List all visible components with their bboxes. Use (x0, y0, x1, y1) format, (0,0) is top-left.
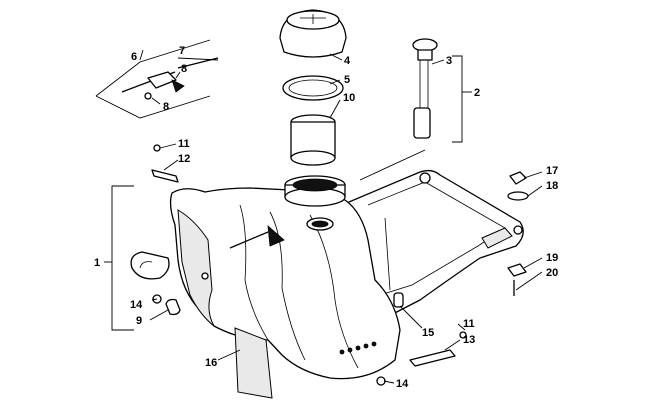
callout-18: 18 (546, 180, 558, 192)
vent-valve-assembly (121, 57, 219, 100)
callout-1: 1 (94, 257, 100, 269)
callout-10: 10 (343, 92, 355, 104)
callout-16: 16 (205, 357, 217, 369)
callout-11a: 11 (178, 138, 190, 150)
callout-20: 20 (546, 267, 558, 279)
callout-5: 5 (344, 74, 350, 86)
callout-8a: 8 (181, 63, 187, 75)
callout-8b: 8 (163, 101, 169, 113)
callout-9: 9 (136, 315, 142, 327)
callout-19: 19 (546, 252, 558, 264)
leader-lines (95, 39, 543, 384)
callout-14b: 14 (396, 378, 409, 390)
callout-6: 6 (131, 51, 137, 63)
fasteners (151, 144, 529, 399)
fuel-gauge-sender (412, 38, 438, 139)
callout-13: 13 (463, 334, 475, 346)
callouts: 1 2 3 4 5 6 7 8 8 9 10 11 11 12 13 14 14… (94, 45, 558, 390)
callout-15: 15 (422, 327, 434, 339)
callout-3: 3 (446, 55, 452, 67)
filler-neck-insert (290, 114, 336, 166)
callout-17: 17 (546, 165, 558, 177)
callout-14a: 14 (130, 299, 143, 311)
callout-7: 7 (179, 45, 185, 57)
cap-gasket (282, 75, 344, 101)
fuel-tank (130, 169, 524, 380)
callout-12: 12 (178, 153, 190, 165)
callout-11b: 11 (463, 318, 475, 330)
callout-4: 4 (344, 55, 351, 67)
fuel-cap (279, 9, 347, 58)
callout-2: 2 (474, 87, 480, 99)
